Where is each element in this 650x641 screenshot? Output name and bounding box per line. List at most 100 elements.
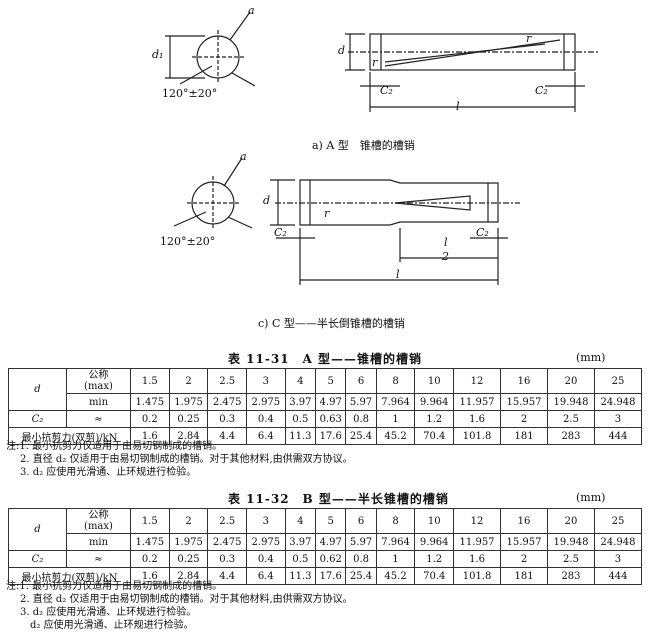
nominal-cell: 10: [414, 368, 455, 394]
shear-cell: 283: [547, 427, 595, 445]
c2-cell: 0.8: [345, 410, 377, 428]
min-cell: 5.97: [345, 393, 377, 411]
shear-cell: 70.4: [414, 567, 455, 585]
d1-label-a: d₁: [152, 48, 164, 61]
nominal-cell: 8: [375, 508, 416, 534]
nominal-cell: 1.5: [130, 368, 170, 394]
nominal-cell: 16: [500, 368, 548, 394]
table32-shear-header: 最小抗剪力(双剪)/kN: [8, 567, 131, 585]
c2-cell: 2: [500, 550, 548, 568]
min-cell: 15.957: [500, 533, 548, 551]
half-l-numerator: l: [444, 236, 448, 249]
shear-cell: 11.3: [284, 427, 317, 445]
max-label: (max): [84, 521, 113, 532]
shear-cell: 45.2: [375, 567, 416, 585]
min-cell: 2.475: [207, 533, 248, 551]
min-cell: 4.97: [315, 533, 347, 551]
nominal-label: 公称: [88, 510, 109, 521]
note-1: 注:1. 最小抗剪力仅适用于由易切钢制成的槽销。: [6, 441, 223, 452]
min-cell: 2.975: [246, 533, 286, 551]
nominal-cell: 3: [246, 368, 286, 394]
table31-title: 表 11-31 A 型——锥槽的槽销: [228, 352, 423, 366]
nominal-cell: 2.5: [207, 508, 248, 534]
c2-cell: 3: [593, 410, 643, 428]
nominal-cell: 12: [453, 368, 502, 394]
table31-c2-header: C₂: [8, 410, 67, 428]
nominal-cell: 2: [168, 368, 209, 394]
nominal-cell: 1.5: [130, 508, 170, 534]
shear-cell: 45.2: [375, 427, 416, 445]
c2-cell: 2: [500, 410, 548, 428]
min-cell: 7.964: [375, 533, 416, 551]
c2-cell: 0.3: [207, 550, 248, 568]
min-cell: 3.97: [284, 533, 317, 551]
angle-label-a: 120°±20°: [162, 87, 218, 100]
table31-unit: (mm): [576, 351, 606, 364]
nominal-cell: 2: [168, 508, 209, 534]
l-label-a: l: [456, 100, 460, 113]
c2-cell: 0.25: [168, 550, 209, 568]
nominal-cell: 20: [547, 368, 595, 394]
min-cell: 7.964: [375, 393, 416, 411]
table31-min-header: min: [66, 393, 131, 411]
shear-cell: 181: [500, 567, 548, 585]
table31-notes: 注:1. 最小抗剪力仅适用于由易切钢制成的槽销。 2. 直径 d₂ 仅适用于由易…: [6, 440, 353, 479]
table32-nominal-header: 公称(max): [66, 508, 131, 534]
shear-cell: 283: [547, 567, 595, 585]
min-cell: 24.948: [593, 393, 643, 411]
min-cell: 2.975: [246, 393, 286, 411]
nominal-cell: 16: [500, 508, 548, 534]
c2-cell: 0.4: [246, 410, 286, 428]
shear-cell: 25.4: [345, 567, 377, 585]
min-cell: 9.964: [414, 533, 455, 551]
shear-cell: 444: [593, 567, 643, 585]
r-label-a1: r: [526, 32, 532, 45]
figure-a-cross-section: [165, 11, 256, 87]
min-cell: 3.97: [284, 393, 317, 411]
c2-cell: 0.5: [284, 410, 317, 428]
nominal-cell: 4: [284, 368, 317, 394]
c2-cell: 1: [375, 550, 416, 568]
nominal-cell: 10: [414, 508, 455, 534]
nominal-cell: 5: [315, 508, 347, 534]
half-l-denominator: 2: [442, 250, 449, 263]
table31-approx: ≈: [66, 410, 131, 428]
table32-d-header: d: [8, 508, 67, 551]
note-2: 2. 直径 d₂ 仅适用于由易切钢制成的槽销。对于其他材料,由供需双方协议。: [20, 454, 353, 465]
c2-cell: 1.6: [453, 550, 502, 568]
c2-cell: 3: [593, 550, 643, 568]
angle-label-c: 120°±20°: [160, 235, 216, 248]
table32-unit: (mm): [576, 491, 606, 504]
table31-nominal-header: 公称(max): [66, 368, 131, 394]
shear-cell: 6.4: [246, 427, 286, 445]
nominal-cell: 6: [345, 508, 377, 534]
table31-shear-header: 最小抗剪力(双剪)/kN: [8, 427, 131, 445]
min-cell: 1.475: [130, 393, 170, 411]
c2-cell: 0.63: [315, 410, 347, 428]
c2-cell: 0.4: [246, 550, 286, 568]
shear-cell: 70.4: [414, 427, 455, 445]
shear-cell: 1.6: [130, 567, 170, 585]
shear-cell: 17.6: [315, 567, 347, 585]
c2-label-a1: C₂: [380, 84, 393, 97]
c2-cell: 2.5: [547, 550, 595, 568]
shear-cell: 11.3: [284, 567, 317, 585]
figure-a-caption: a) A 型 锥槽的槽销: [312, 139, 415, 152]
nominal-cell: 25: [593, 368, 643, 394]
min-cell: 11.957: [453, 393, 502, 411]
figure-a-side-view: [345, 33, 600, 112]
min-cell: 5.97: [345, 533, 377, 551]
l-label-c: l: [396, 268, 400, 281]
figure-c-side-view: [270, 179, 520, 285]
c2-cell: 0.3: [207, 410, 248, 428]
shear-cell: 181: [500, 427, 548, 445]
c2-cell: 0.8: [345, 550, 377, 568]
